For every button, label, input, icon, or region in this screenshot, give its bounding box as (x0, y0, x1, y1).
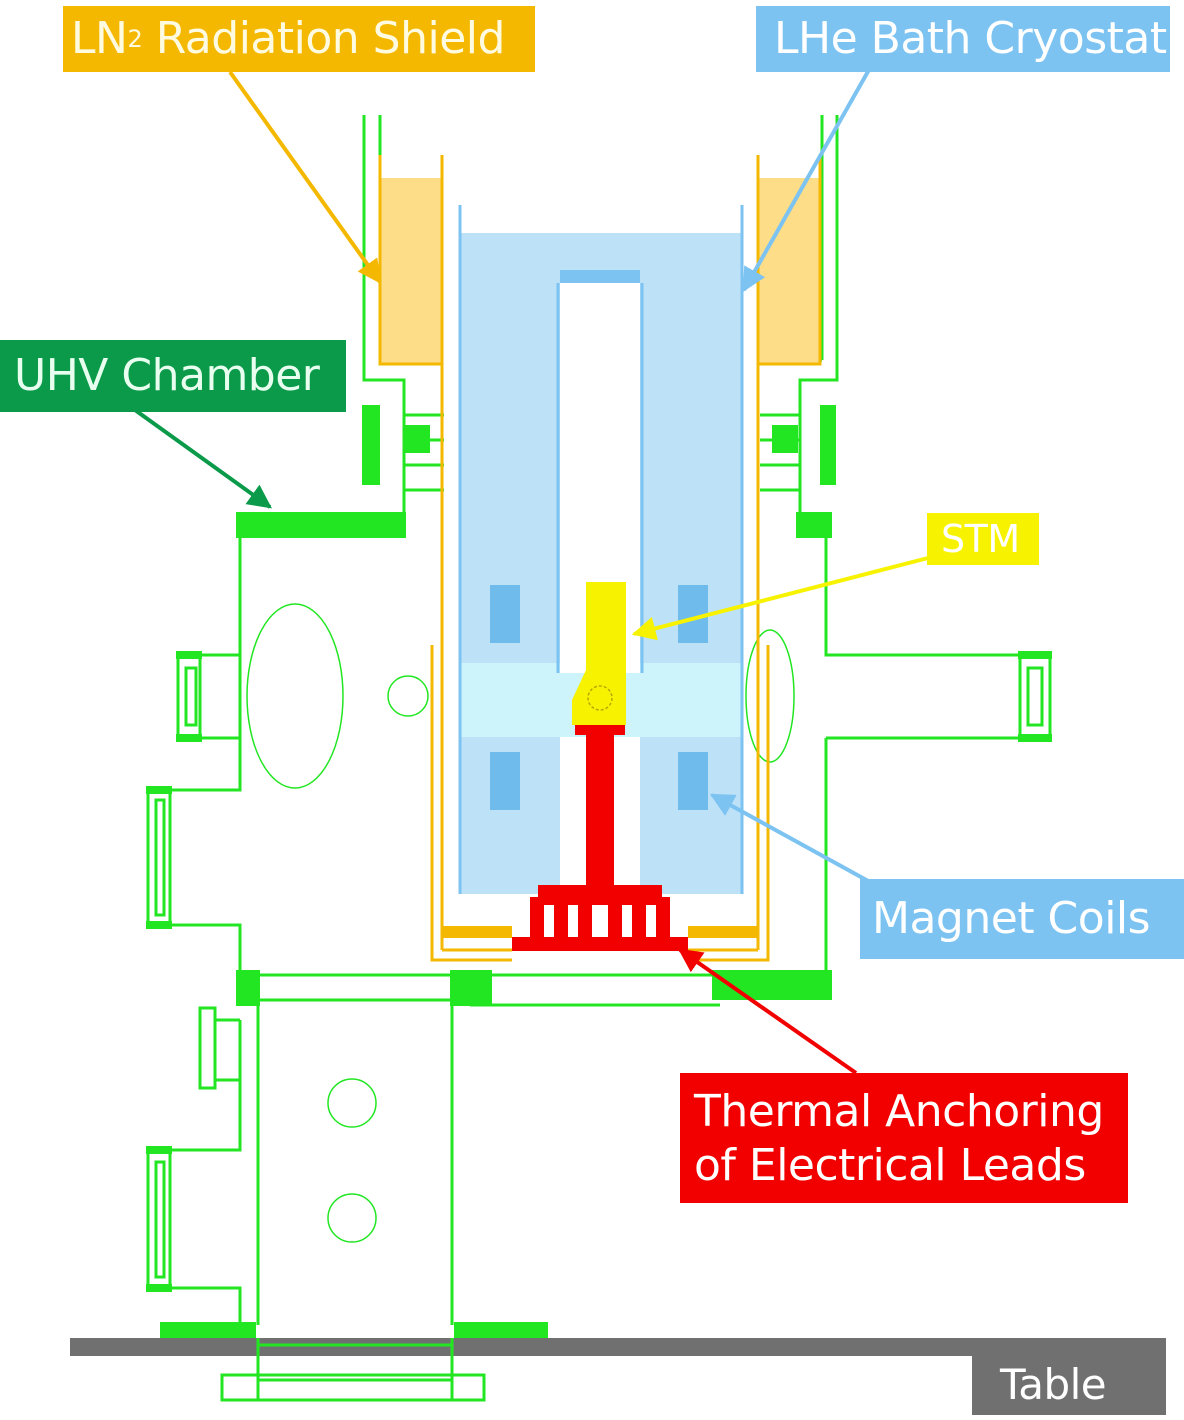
stm-head (572, 582, 626, 725)
thermal-anchoring-label: Thermal Anchoring of Electrical Leads (680, 1073, 1128, 1203)
ln2-label-rest: Radiation Shield (142, 13, 506, 64)
table-label: Table (972, 1355, 1154, 1415)
uhv-pointer (133, 408, 272, 509)
ln2-pointer (228, 70, 382, 284)
lhe-pointer (742, 67, 872, 293)
stm-label: STM (927, 513, 1039, 565)
ln2-label-main: LN (71, 13, 128, 64)
thermal-pointer (678, 948, 858, 1075)
uhv-chamber-label: UHV Chamber (0, 340, 346, 412)
thermal-label-line1: Thermal Anchoring (694, 1086, 1104, 1137)
magnet-pointer (709, 793, 871, 884)
magnet-coils (490, 585, 708, 810)
thermal-label-line2: of Electrical Leads (694, 1140, 1086, 1191)
lhe-cryostat-label: LHe Bath Cryostat (756, 6, 1170, 72)
magnet-coils-label: Magnet Coils (860, 879, 1184, 959)
stm-pointer (631, 556, 929, 641)
thermal-anchor (512, 725, 688, 951)
